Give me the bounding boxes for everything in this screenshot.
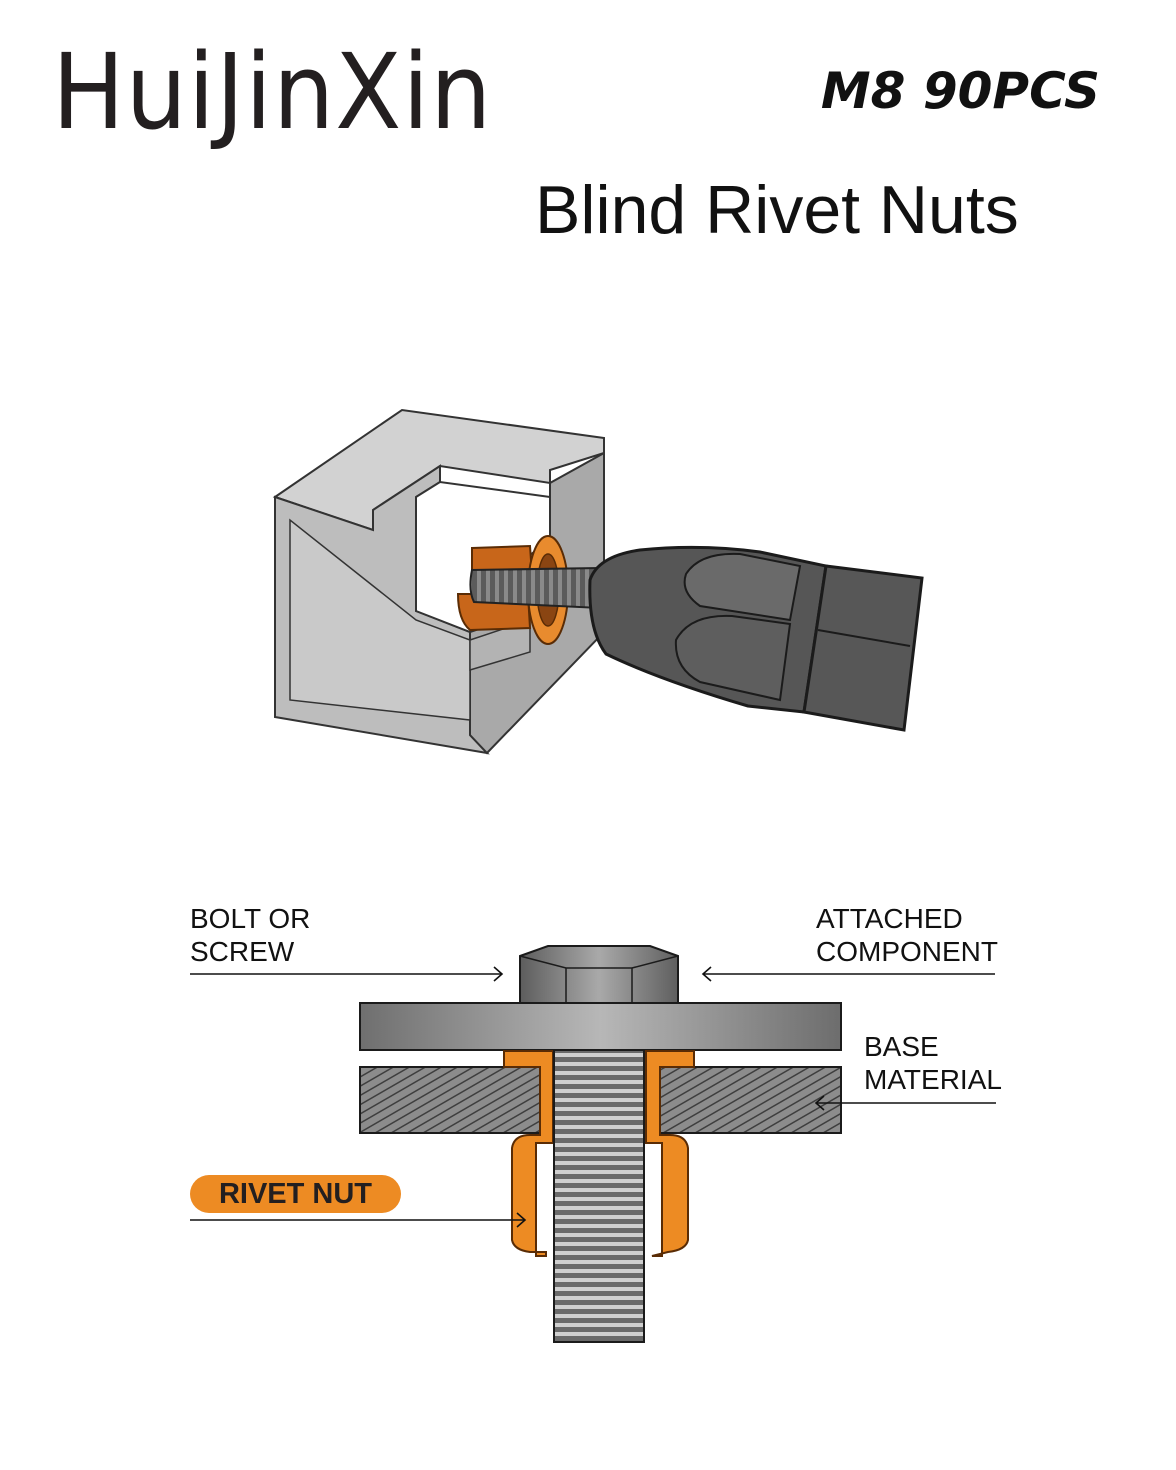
attached-component-label: ATTACHED COMPONENT bbox=[816, 903, 998, 967]
base-material-label: BASE MATERIAL bbox=[864, 1031, 1002, 1095]
rivet-nut-section bbox=[503, 1050, 695, 1257]
bolt bbox=[519, 945, 679, 1343]
bolt-label: BOLT OR SCREW bbox=[190, 903, 311, 967]
base-material bbox=[359, 1066, 842, 1134]
spec-label: M8 90PCS bbox=[820, 62, 1100, 120]
brand-logo: HuiJinXin bbox=[52, 31, 493, 153]
page-title: Blind Rivet Nuts bbox=[535, 172, 1019, 248]
rivet-nut-label: RIVET NUT bbox=[190, 1175, 401, 1213]
attached-component-plate bbox=[359, 1002, 842, 1051]
leader-lines bbox=[190, 966, 996, 1228]
square-tube bbox=[272, 408, 605, 755]
threaded-mandrel bbox=[469, 566, 601, 610]
rivet-tool-nose bbox=[588, 545, 924, 732]
